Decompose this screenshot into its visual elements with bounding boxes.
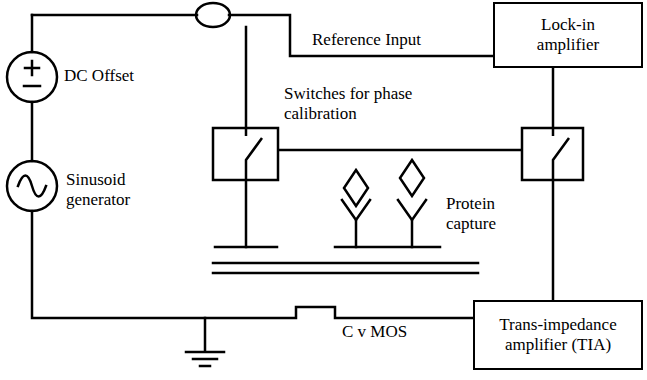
circuit-label: Reference Input [312,30,421,50]
antibody [398,200,426,247]
wire [32,15,493,56]
wire [278,149,522,152]
sensing-electrode [335,246,440,249]
circuit-label: Sinusoid generator [66,170,148,211]
switch-blade [553,128,569,180]
circuit-label: DC Offset [64,66,134,86]
box-label: Trans-impedance amplifier (TIA) [483,315,633,356]
probe-loop [196,3,230,27]
protein-diamond [344,170,368,206]
instrument-box: Lock-in amplifier [493,2,643,68]
circuit-label: Protein capture [446,194,518,235]
circuit-label: C v MOS [342,322,407,342]
circuit-label: Switches for phase calibration [284,84,424,125]
sine-source-symbol [7,161,57,211]
instrument-box: Trans-impedance amplifier (TIA) [473,300,643,370]
switch-box [213,128,278,180]
reference-electrode [215,246,277,249]
plus-minus-symbol [24,61,40,86]
signal-wire [552,68,555,300]
protein-diamond [400,160,424,196]
box-label: Lock-in amplifier [518,15,618,56]
sine-wave [18,176,46,197]
switch-blade [246,128,262,180]
ground-symbol [186,318,224,366]
switch-box [522,128,583,180]
dielectric-plates [213,263,478,273]
dc-source-symbol [7,52,57,102]
